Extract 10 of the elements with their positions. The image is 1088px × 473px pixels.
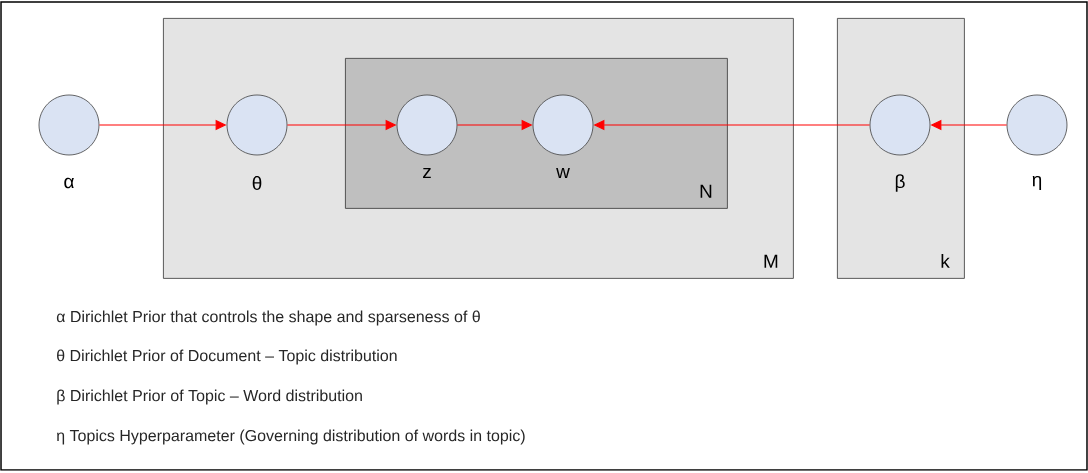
- node-label: β: [895, 174, 905, 192]
- legend-line: α Dirichlet Prior that controls the shape and sparseness of θ: [56, 310, 480, 326]
- legend-line: θ Dirichlet Prior of Document – Topic distribution: [57, 349, 397, 365]
- node-label: α: [64, 177, 74, 189]
- node-label: z: [423, 167, 431, 179]
- node-label: θ: [252, 176, 262, 190]
- node-label: w: [556, 167, 570, 179]
- legend-line: β Dirichlet Prior of Topic – Word distribution: [57, 389, 362, 405]
- legend-line: η Topics Hyperparameter (Governing distribution of words in topic): [57, 429, 525, 445]
- node-label: η: [1032, 175, 1042, 191]
